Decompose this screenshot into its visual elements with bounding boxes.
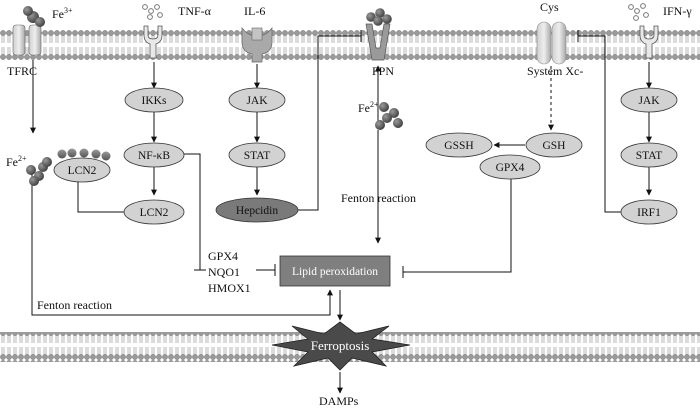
- svg-text:JAK: JAK: [638, 95, 660, 107]
- node-stat-left: STAT: [228, 142, 286, 168]
- svg-text:STAT: STAT: [244, 150, 271, 162]
- il6-receptor-icon: [241, 26, 273, 63]
- ifn-receptor-icon: [628, 3, 659, 59]
- fe2-cluster-left-icon: [26, 157, 52, 186]
- svg-text:IRF1: IRF1: [637, 207, 661, 219]
- svg-text:LCN2: LCN2: [68, 165, 97, 177]
- fenton-reaction-center-label: Fenton reaction: [341, 191, 416, 205]
- damps-label: DAMPs: [319, 394, 359, 408]
- svg-text:JAK: JAK: [246, 95, 268, 107]
- svg-text:Hepcidin: Hepcidin: [236, 205, 278, 217]
- fe2-left-label: Fe2+: [6, 154, 27, 169]
- fe2-cluster-top-icon: [375, 102, 403, 130]
- system-xc-transporter-icon: [536, 21, 567, 65]
- svg-text:NF-κB: NF-κB: [138, 150, 170, 162]
- svg-text:Ferroptosis: Ferroptosis: [311, 338, 370, 353]
- node-gpx4: GPX4: [479, 154, 541, 180]
- svg-text:LCN2: LCN2: [140, 207, 169, 219]
- gpx4-list-label: GPX4: [208, 249, 238, 263]
- node-hepcidin: Hepcidin: [215, 197, 299, 223]
- hmox1-label: HMOX1: [208, 281, 251, 295]
- il6-label: IL-6: [244, 4, 265, 18]
- fpn-label: FPN: [372, 64, 394, 78]
- node-lcn2-bottom: LCN2: [123, 199, 185, 225]
- node-ikks: IKKs: [124, 87, 184, 113]
- node-jak-right: JAK: [620, 87, 678, 113]
- node-nfkb: NF-κB: [123, 142, 185, 168]
- fpn-receptor-icon: [365, 8, 392, 61]
- svg-text:GPX4: GPX4: [496, 162, 525, 174]
- svg-text:Lipid peroxidation: Lipid peroxidation: [292, 266, 378, 278]
- tfrc-label: TFRC: [7, 64, 37, 78]
- svg-text:STAT: STAT: [636, 150, 663, 162]
- node-lcn2-top: LCN2: [53, 148, 111, 183]
- node-jak-left: JAK: [228, 87, 286, 113]
- tnf-label: TNF-α: [178, 4, 212, 18]
- node-stat-right: STAT: [620, 142, 678, 168]
- svg-text:IKKs: IKKs: [142, 95, 167, 107]
- top-membrane: [0, 30, 700, 60]
- ifn-label: IFN-γ: [663, 4, 692, 18]
- node-ferroptosis: Ferroptosis: [271, 321, 411, 371]
- system-xc-label: System Xc-: [527, 64, 583, 78]
- cys-label: Cys: [540, 0, 559, 14]
- svg-text:GSH: GSH: [542, 140, 565, 152]
- node-lipid-peroxidation: Lipid peroxidation: [279, 255, 391, 287]
- fenton-reaction-left-label: Fenton reaction: [37, 298, 112, 312]
- pathway-connectors: [30, 30, 652, 394]
- tfrc-receptor-icon: [12, 6, 45, 56]
- node-gsh: GSH: [525, 132, 583, 158]
- tnf-receptor-icon: [142, 4, 163, 59]
- node-gssh: GSSH: [425, 132, 493, 158]
- fe3-label: Fe3+: [52, 6, 73, 21]
- fe2-top-label: Fe2+: [358, 100, 379, 115]
- node-irf1: IRF1: [620, 199, 678, 225]
- svg-text:GSSH: GSSH: [444, 140, 473, 152]
- nqo1-label: NQO1: [208, 265, 240, 279]
